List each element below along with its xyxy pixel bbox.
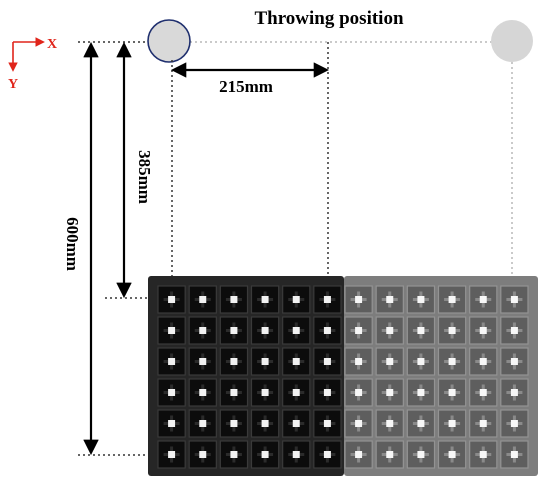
tray-cell <box>219 347 249 376</box>
tray-drain-hole <box>292 389 300 396</box>
tray-drain-hole <box>355 358 363 365</box>
tray-cell <box>469 409 498 438</box>
tray-drain-hole <box>386 389 394 396</box>
tray-drain-hole <box>230 451 238 458</box>
tray-cell <box>250 285 280 314</box>
tray-drain-hole <box>261 358 269 365</box>
tray-drain-hole <box>386 327 394 334</box>
tray-drain-hole <box>230 358 238 365</box>
tray-drain-hole <box>448 358 456 365</box>
tray-drain-hole <box>230 327 238 334</box>
tray-drain-hole <box>261 420 269 427</box>
tray-drain-hole <box>510 451 518 458</box>
tray-drain-hole <box>479 358 487 365</box>
axes-indicator: X Y <box>8 37 57 92</box>
tray-drain-hole <box>168 296 176 303</box>
tray-drain-hole <box>417 327 425 334</box>
tray-drain-hole <box>355 389 363 396</box>
tray-drain-hole <box>479 451 487 458</box>
tray-drain-hole <box>323 389 331 396</box>
tray-drain-hole <box>355 420 363 427</box>
tray-drain-hole <box>323 451 331 458</box>
tray-drain-hole <box>386 451 394 458</box>
tray-drain-hole <box>479 296 487 303</box>
tray-drain-hole <box>199 420 207 427</box>
tray-drain-hole <box>448 389 456 396</box>
tray-drain-hole <box>417 420 425 427</box>
tray-drain-hole <box>199 451 207 458</box>
tray-drain-hole <box>448 451 456 458</box>
tray-drain-hole <box>386 358 394 365</box>
tray-drain-hole <box>417 389 425 396</box>
tray-drain-hole <box>199 327 207 334</box>
tray-drain-hole <box>292 296 300 303</box>
tray-drain-hole <box>230 389 238 396</box>
tray-drain-hole <box>168 451 176 458</box>
tray-drain-hole <box>479 327 487 334</box>
tray-drain-hole <box>479 420 487 427</box>
x-axis-label: X <box>47 37 57 52</box>
tray-drain-hole <box>168 420 176 427</box>
tray-drain-hole <box>479 389 487 396</box>
throwing-position-ghost-circle <box>491 20 533 62</box>
tray-cell <box>469 347 498 376</box>
tray-drain-hole <box>323 358 331 365</box>
tray-drain-hole <box>199 358 207 365</box>
tray-drain-hole <box>230 420 238 427</box>
diagram-title: Throwing position <box>254 8 403 29</box>
tray-drain-hole <box>448 327 456 334</box>
tray-drain-hole <box>292 451 300 458</box>
tray-cell <box>375 316 404 345</box>
tray-drain-hole <box>417 358 425 365</box>
tray-drain-hole <box>323 420 331 427</box>
y-axis-label: Y <box>8 77 18 92</box>
tray-cell <box>437 285 467 314</box>
tray-drain-hole <box>510 389 518 396</box>
tray-drain-hole <box>448 420 456 427</box>
tray-drain-hole <box>448 296 456 303</box>
tray-drain-hole <box>355 296 363 303</box>
tray-drain-hole <box>199 389 207 396</box>
tray-drain-hole <box>261 451 269 458</box>
tray-drain-hole <box>323 327 331 334</box>
tray-drain-hole <box>168 358 176 365</box>
tray-cell <box>437 316 467 345</box>
tray-drain-hole <box>323 296 331 303</box>
tray-drain-hole <box>168 389 176 396</box>
tray-drain-hole <box>230 296 238 303</box>
tray-drain-hole <box>292 358 300 365</box>
tray-drain-hole <box>355 327 363 334</box>
tray-drain-hole <box>510 296 518 303</box>
tray-drain-hole <box>417 451 425 458</box>
tray-cell <box>188 378 217 407</box>
tray-drain-hole <box>292 420 300 427</box>
tray-drain-hole <box>261 327 269 334</box>
tray-drain-hole <box>510 327 518 334</box>
tray-cell <box>219 378 249 407</box>
tray-cell <box>437 440 467 469</box>
dimension-label-215: 215mm <box>219 77 273 96</box>
tray-drain-hole <box>510 420 518 427</box>
tray-drain-hole <box>199 296 207 303</box>
tray-drain-hole <box>510 358 518 365</box>
dimension-label-600: 600mm <box>63 217 82 271</box>
tray-drain-hole <box>168 327 176 334</box>
tray-drain-hole <box>386 296 394 303</box>
tray-cell <box>157 378 186 407</box>
tray-drain-hole <box>261 389 269 396</box>
tray-cell <box>250 316 280 345</box>
throwing-position-active-circle <box>147 19 191 63</box>
tray-drain-hole <box>386 420 394 427</box>
tray-drain-hole <box>292 327 300 334</box>
seedling-tray <box>148 276 538 476</box>
dimension-label-385: 385mm <box>135 150 154 204</box>
tray-cell <box>344 378 373 407</box>
tray-drain-hole <box>417 296 425 303</box>
tray-drain-hole <box>355 451 363 458</box>
tray-drain-hole <box>261 296 269 303</box>
